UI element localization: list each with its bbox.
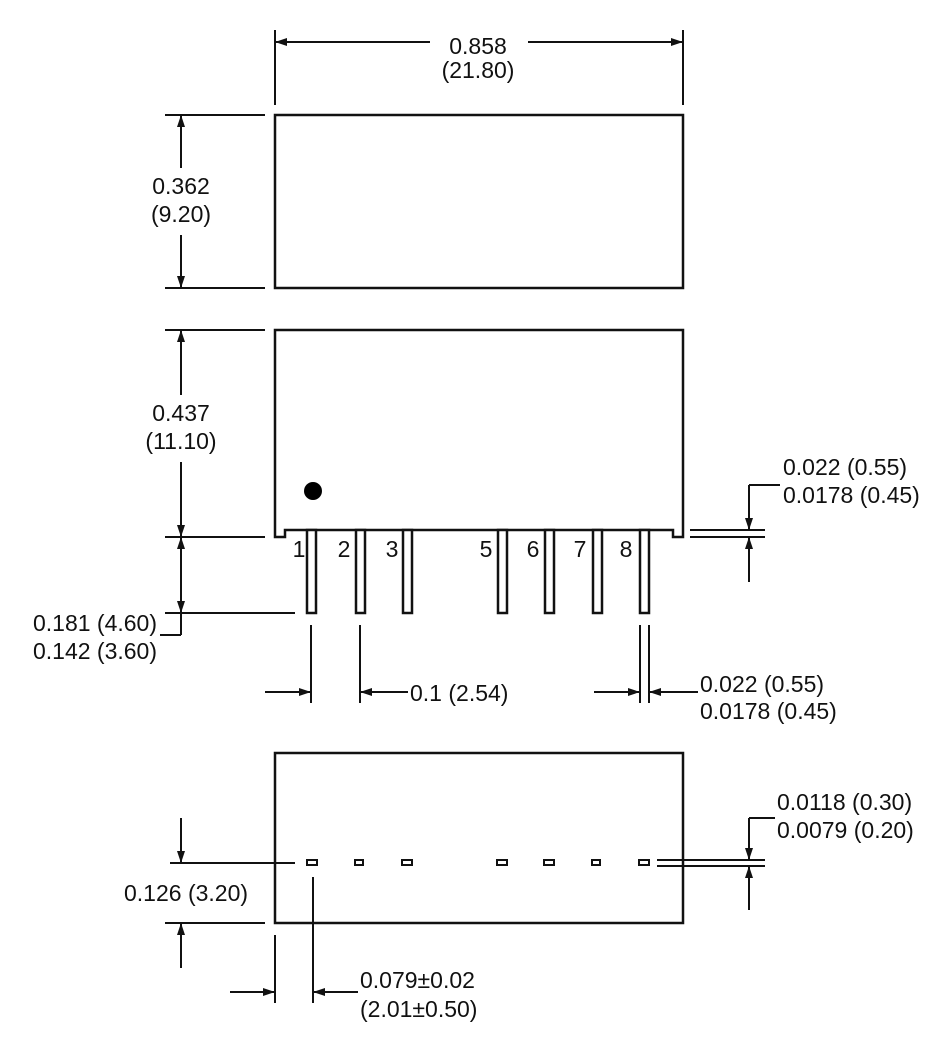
pin-slot xyxy=(306,859,318,866)
pin xyxy=(591,528,604,615)
pin-label: 1 xyxy=(293,536,306,562)
pin-label: 5 xyxy=(480,536,493,562)
bottom-view: 0.126 (3.20) 0.0118 (0.30) 0.0079 (0.20)… xyxy=(124,751,914,1022)
standoff-min-label: 0.0178 (0.45) xyxy=(783,482,920,508)
top-view-body xyxy=(273,113,685,290)
pin-slots xyxy=(306,859,650,866)
pin-label: 3 xyxy=(386,536,399,562)
pin xyxy=(305,528,318,615)
pin-label: 8 xyxy=(620,536,633,562)
pin-width-max-label: 0.022 (0.55) xyxy=(700,671,824,697)
pin-slot xyxy=(638,859,650,866)
pin-slot xyxy=(496,859,508,866)
edge-in-label: 0.079±0.02 xyxy=(360,967,475,993)
pin-thickness-max-label: 0.0118 (0.30) xyxy=(777,789,912,815)
pin xyxy=(496,528,509,615)
pin-slot xyxy=(543,859,555,866)
pin xyxy=(354,528,367,615)
side-view: 1 2 3 5 6 7 8 0.437 (11.10) 0.181 (4.60)… xyxy=(33,328,920,724)
pins xyxy=(305,528,651,615)
top-view: 0.858 (21.80) 0.362 (9.20) xyxy=(151,30,685,290)
pin-width-min-label: 0.0178 (0.45) xyxy=(700,698,837,724)
pin-slot xyxy=(591,859,601,866)
side-height-in-label: 0.437 xyxy=(152,400,210,426)
pin1-marker-dot xyxy=(304,482,322,500)
pin-label: 6 xyxy=(527,536,540,562)
edge-mm-label: (2.01±0.50) xyxy=(360,996,477,1022)
pin-length-min-label: 0.142 (3.60) xyxy=(33,638,157,664)
pin-label: 2 xyxy=(338,536,351,562)
pin xyxy=(543,528,556,615)
side-view-body xyxy=(273,328,685,539)
pin-thickness-min-label: 0.0079 (0.20) xyxy=(777,817,914,843)
pin xyxy=(401,528,414,615)
pin-slot xyxy=(354,859,364,866)
pin-slot xyxy=(401,859,413,866)
pin-label: 7 xyxy=(574,536,587,562)
width-in-label: 0.858 xyxy=(449,33,507,59)
pin-length-max-label: 0.181 (4.60) xyxy=(33,610,157,636)
pin xyxy=(638,528,651,615)
top-height-in-label: 0.362 xyxy=(152,173,210,199)
standoff-max-label: 0.022 (0.55) xyxy=(783,454,907,480)
bottom-view-body xyxy=(273,751,685,925)
pitch-label: 0.1 (2.54) xyxy=(410,680,508,706)
offset-label: 0.126 (3.20) xyxy=(124,880,248,906)
width-mm-label: (21.80) xyxy=(442,57,515,83)
side-height-mm-label: (11.10) xyxy=(145,428,216,454)
top-height-mm-label: (9.20) xyxy=(151,201,211,227)
